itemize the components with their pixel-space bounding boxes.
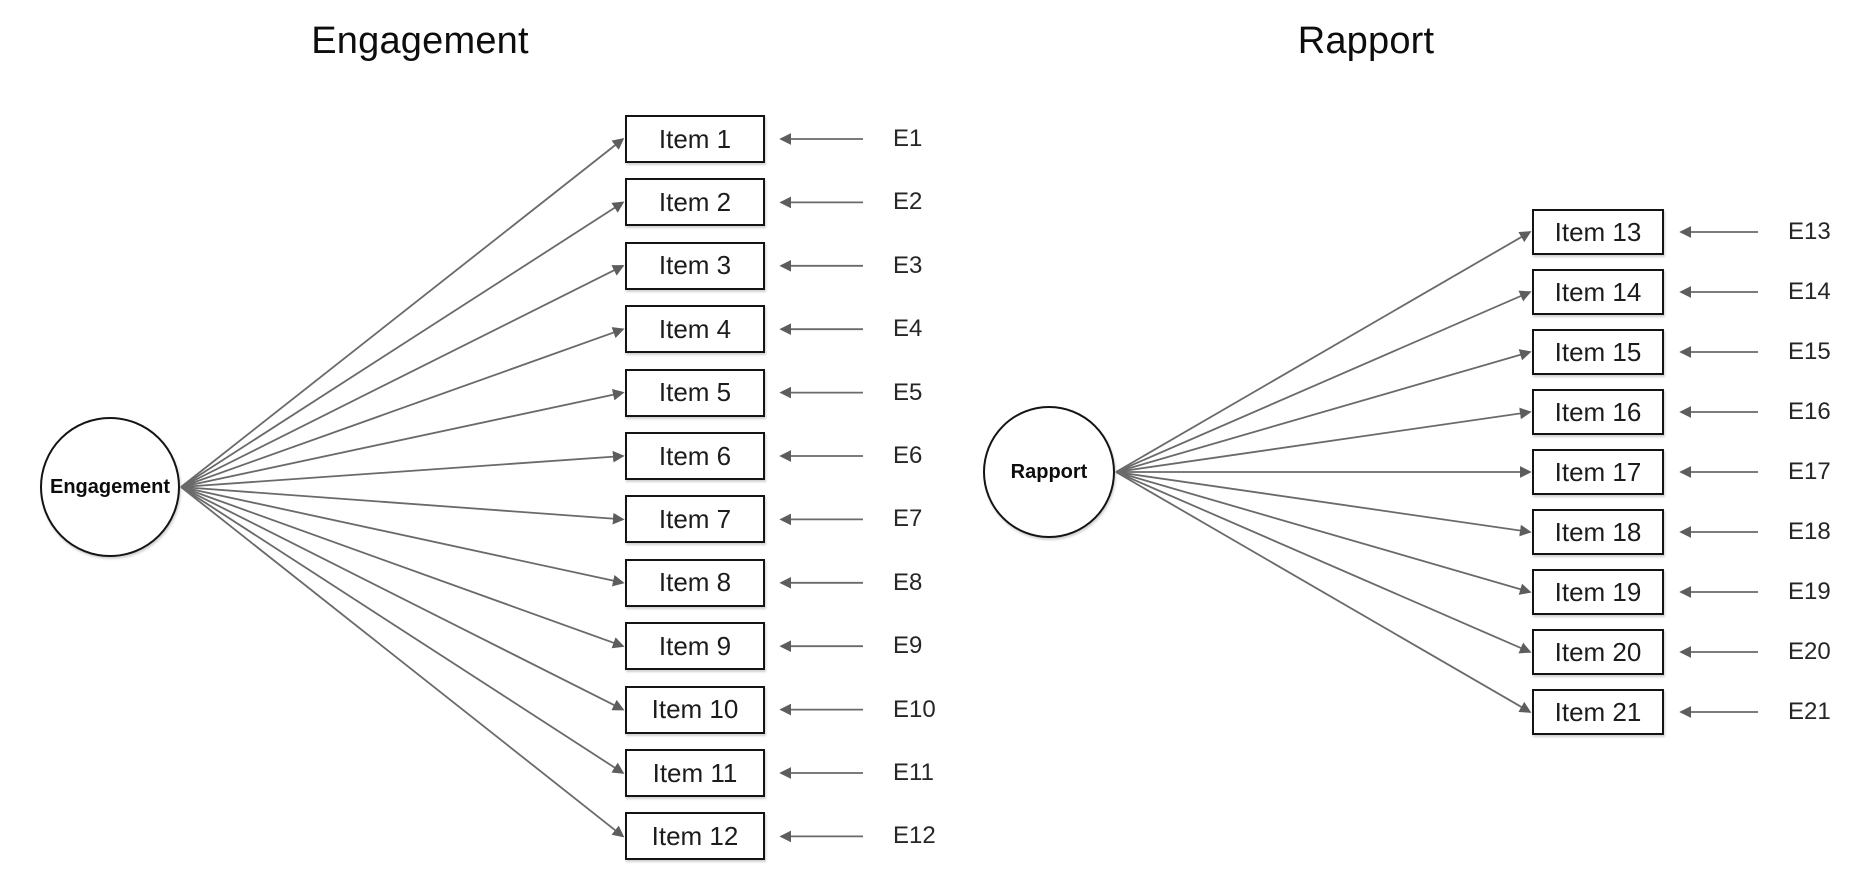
- loading-arrow: [1115, 290, 1532, 473]
- indicator-label: Item 6: [658, 440, 732, 471]
- error-term-label: E6: [893, 442, 923, 469]
- error-term-label: E16: [1788, 398, 1831, 425]
- indicator-label: Item 16: [1554, 396, 1642, 427]
- loading-arrow: [180, 388, 625, 488]
- error-term-label: E1: [893, 125, 923, 152]
- error-term-label: E2: [893, 188, 923, 216]
- error-term-label: E12: [893, 822, 936, 850]
- loading-arrow: [180, 486, 625, 711]
- indicator-box: Item 16: [1532, 389, 1664, 435]
- indicator-box: Item 14: [1532, 269, 1664, 315]
- indicator-label: Item 15: [1554, 336, 1642, 367]
- indicator-box: Item 17: [1532, 449, 1664, 495]
- indicator-label: Item 12: [651, 820, 739, 851]
- rapport-latent-label: Rapport: [1010, 460, 1088, 483]
- indicator-box: Item 18: [1532, 509, 1664, 555]
- error-term-label: E9: [893, 632, 923, 660]
- indicator-label: Item 14: [1554, 276, 1642, 307]
- error-term-label: E3: [893, 251, 923, 279]
- loading-arrow: [180, 137, 625, 488]
- indicator-box: Item 13: [1532, 209, 1664, 255]
- loading-arrow: [1115, 471, 1532, 595]
- loading-arrow: [1115, 231, 1532, 473]
- error-term-label: E17: [1788, 458, 1831, 485]
- indicator-label: Item 5: [658, 377, 732, 408]
- indicator-box: Item 6: [625, 432, 765, 480]
- indicator-label: Item 19: [1554, 576, 1642, 607]
- rapport-diagram-title: Rapport: [1297, 20, 1435, 62]
- indicator-box: Item 1: [625, 115, 765, 163]
- indicator-box: Item 5: [625, 368, 765, 417]
- loading-arrow: [180, 486, 625, 838]
- indicator-label: Item 20: [1554, 636, 1642, 667]
- indicator-label: Item 1: [658, 123, 732, 154]
- loading-arrow: [180, 486, 625, 774]
- error-term-label: E11: [893, 759, 934, 786]
- error-term-label: E4: [893, 315, 923, 343]
- error-term-label: E14: [1788, 278, 1831, 305]
- error-term-label: E19: [1788, 578, 1831, 605]
- loading-arrow: [180, 486, 625, 525]
- indicator-box: Item 8: [625, 558, 765, 607]
- error-term-label: E5: [893, 378, 923, 406]
- indicator-label: Item 18: [1554, 516, 1642, 547]
- loading-arrow: [1115, 471, 1532, 654]
- indicator-box: Item 11: [625, 749, 765, 797]
- indicator-label: Item 4: [658, 313, 732, 344]
- error-term-label: E21: [1788, 698, 1831, 725]
- loading-arrow: [180, 450, 625, 488]
- indicator-label: Item 7: [658, 503, 732, 534]
- indicator-box: Item 9: [625, 622, 765, 671]
- indicator-box: Item 20: [1532, 629, 1664, 675]
- engagement-diagram-title: Engagement: [311, 20, 529, 62]
- loading-arrow: [1115, 407, 1532, 473]
- engagement-latent-circle: Engagement: [40, 417, 180, 557]
- error-term-label: E10: [893, 695, 936, 723]
- indicator-box: Item 19: [1532, 569, 1664, 615]
- indicator-label: Item 9: [658, 630, 732, 661]
- error-term-label: E7: [893, 505, 923, 533]
- loading-arrow: [1115, 349, 1532, 473]
- indicator-label: Item 2: [658, 186, 732, 217]
- error-term-label: E13: [1788, 218, 1831, 245]
- indicator-label: Item 11: [652, 757, 738, 788]
- indicator-label: Item 10: [651, 694, 739, 725]
- error-term-label: E8: [893, 568, 923, 596]
- error-term-label: E18: [1788, 518, 1831, 545]
- indicator-box: Item 12: [625, 812, 765, 861]
- error-term-label: E20: [1788, 638, 1831, 665]
- indicator-label: Item 21: [1554, 696, 1642, 727]
- loading-arrow: [180, 201, 625, 488]
- loading-arrow: [1115, 471, 1532, 713]
- indicator-label: Item 17: [1554, 456, 1642, 487]
- indicator-box: Item 3: [625, 241, 765, 290]
- indicator-box: Item 4: [625, 305, 765, 354]
- rapport-latent-circle: Rapport: [983, 406, 1115, 538]
- loading-arrow: [180, 486, 625, 587]
- indicator-box: Item 10: [625, 685, 765, 734]
- indicator-label: Item 13: [1554, 216, 1642, 247]
- indicator-box: Item 2: [625, 178, 765, 227]
- indicator-box: Item 21: [1532, 689, 1664, 735]
- indicator-label: Item 8: [658, 567, 732, 598]
- indicator-label: Item 3: [658, 250, 732, 281]
- loading-arrow: [180, 327, 625, 488]
- loading-arrow: [1115, 471, 1532, 537]
- loading-arrow: [180, 486, 625, 649]
- engagement-latent-label: Engagement: [49, 475, 171, 498]
- loading-arrow: [180, 264, 625, 488]
- indicator-box: Item 15: [1532, 329, 1664, 375]
- error-term-label: E15: [1788, 338, 1831, 365]
- indicator-box: Item 7: [625, 495, 765, 544]
